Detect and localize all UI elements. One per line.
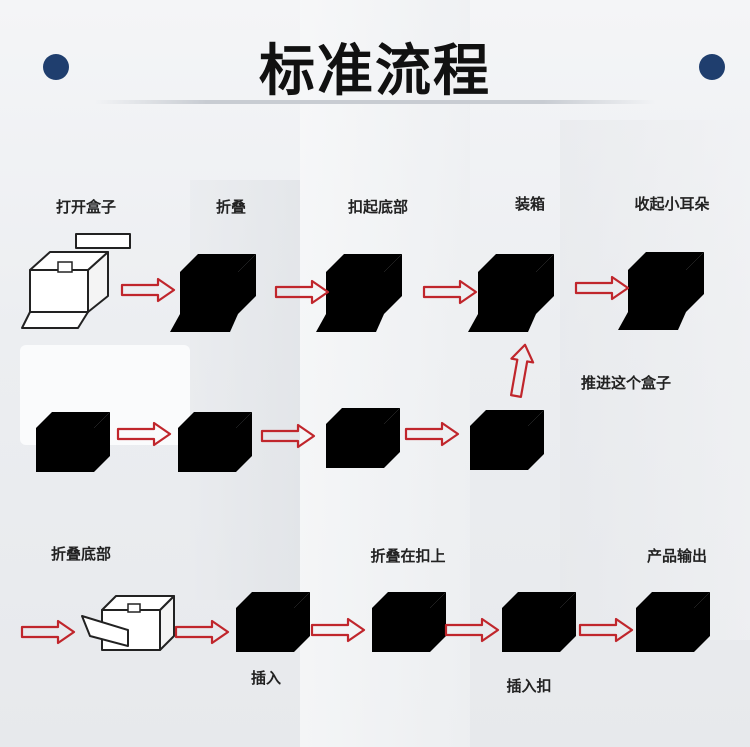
- label-insert: 插入: [250, 669, 282, 687]
- arrow-right: [116, 421, 172, 447]
- arrow-right: [20, 619, 76, 645]
- label-fold: 折叠: [215, 198, 247, 216]
- arrow-right: [260, 423, 316, 449]
- arrow-right: [578, 617, 634, 643]
- label-insert-buckle: 插入扣: [506, 677, 552, 695]
- row2-box-3: [326, 408, 400, 468]
- step-packing: [468, 254, 554, 332]
- arrow-up: [504, 341, 537, 400]
- step-product-output: [636, 592, 710, 652]
- row2-box-1: [36, 412, 110, 472]
- step-open-box: [21, 233, 131, 329]
- right-accent-dot: [699, 54, 725, 80]
- step-fold: [170, 254, 256, 332]
- label-fold-onto-buckle: 折叠在扣上: [370, 547, 446, 565]
- left-accent-dot: [43, 54, 69, 80]
- step-fold-bottom: [81, 595, 175, 651]
- arrow-right: [274, 279, 330, 305]
- label-push-box: 推进这个盒子: [580, 374, 672, 392]
- label-open-box: 打开盒子: [55, 198, 117, 216]
- step-insert: [236, 592, 310, 652]
- step-buckle-bottom: [316, 254, 402, 332]
- arrow-right: [404, 421, 460, 447]
- label-product-output: 产品输出: [646, 547, 708, 565]
- label-tuck-ears: 收起小耳朵: [634, 195, 710, 213]
- arrow-right: [422, 279, 478, 305]
- row2-box-4: [470, 410, 544, 470]
- step-fold-onto-buckle: [372, 592, 446, 652]
- row2-box-2: [178, 412, 252, 472]
- arrow-right: [120, 277, 176, 303]
- step-tuck-ears: [618, 252, 704, 330]
- arrow-right: [574, 275, 630, 301]
- label-fold-bottom: 折叠底部: [50, 545, 112, 563]
- page-title: 标准流程: [259, 39, 491, 104]
- title-underline: [95, 100, 655, 104]
- step-insert-buckle: [502, 592, 576, 652]
- label-packing: 装箱: [514, 195, 546, 213]
- arrow-right: [174, 619, 230, 645]
- arrow-right: [310, 617, 366, 643]
- arrow-right: [444, 617, 500, 643]
- label-buckle-bottom: 扣起底部: [347, 198, 409, 216]
